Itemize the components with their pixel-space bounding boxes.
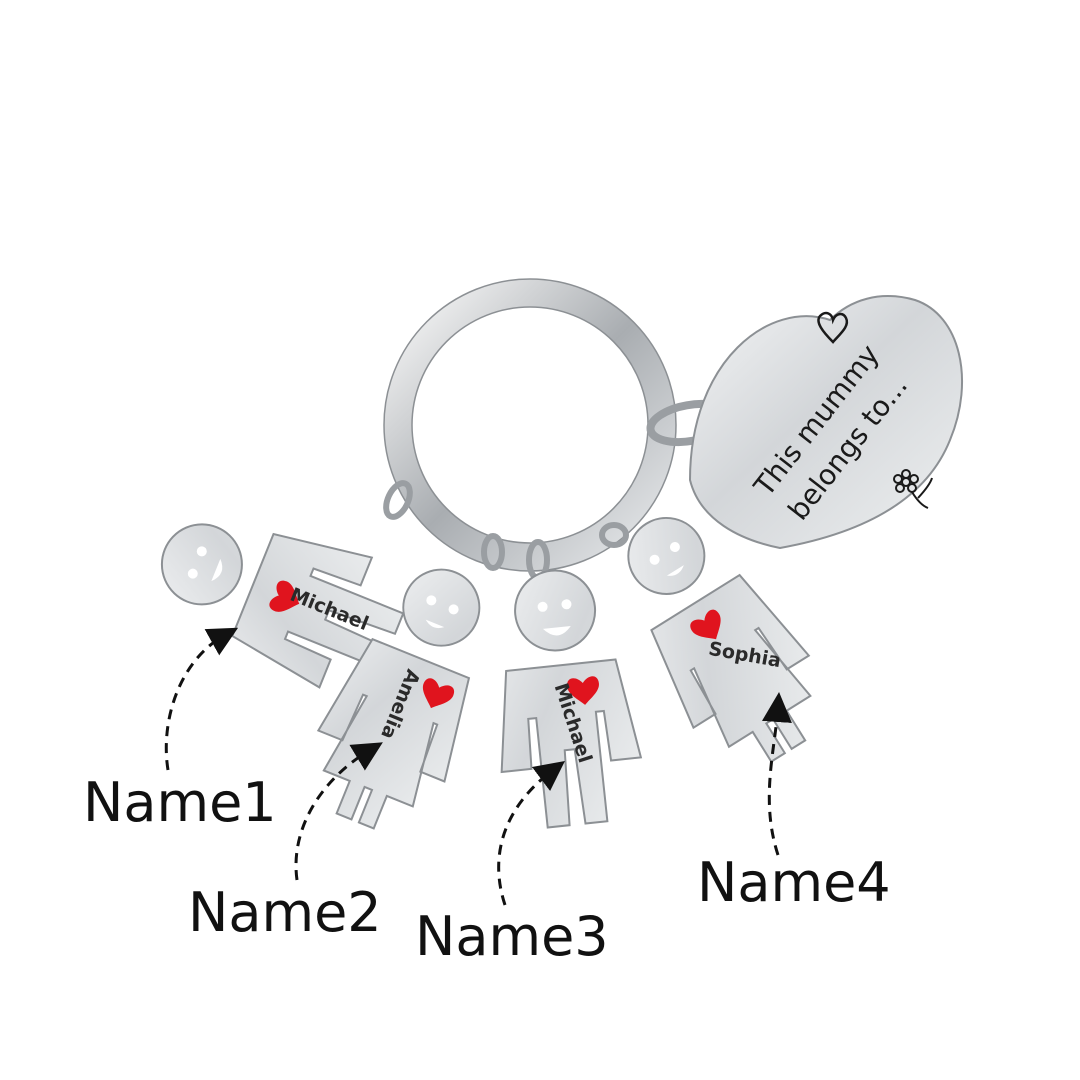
flower-icon bbox=[893, 469, 933, 509]
callout-name4: Name4 bbox=[697, 851, 891, 914]
charm-heart-1 bbox=[269, 580, 300, 612]
callout-name2: Name2 bbox=[188, 881, 382, 944]
dashed-arrow-icon bbox=[164, 627, 792, 906]
key-ring bbox=[383, 278, 677, 572]
heart-outline-icon bbox=[817, 311, 849, 344]
heart-tag: This mummy belongs to... bbox=[646, 295, 963, 550]
callout-name1: Name1 bbox=[83, 771, 277, 834]
charm-heart-4 bbox=[690, 609, 721, 640]
charm-boy-1: Michael bbox=[160, 523, 405, 689]
charm-heart-2 bbox=[422, 678, 455, 709]
charm-boy-3: Michael bbox=[500, 569, 643, 829]
callout-name3: Name3 bbox=[415, 905, 609, 968]
charm-heart-3 bbox=[567, 676, 599, 705]
